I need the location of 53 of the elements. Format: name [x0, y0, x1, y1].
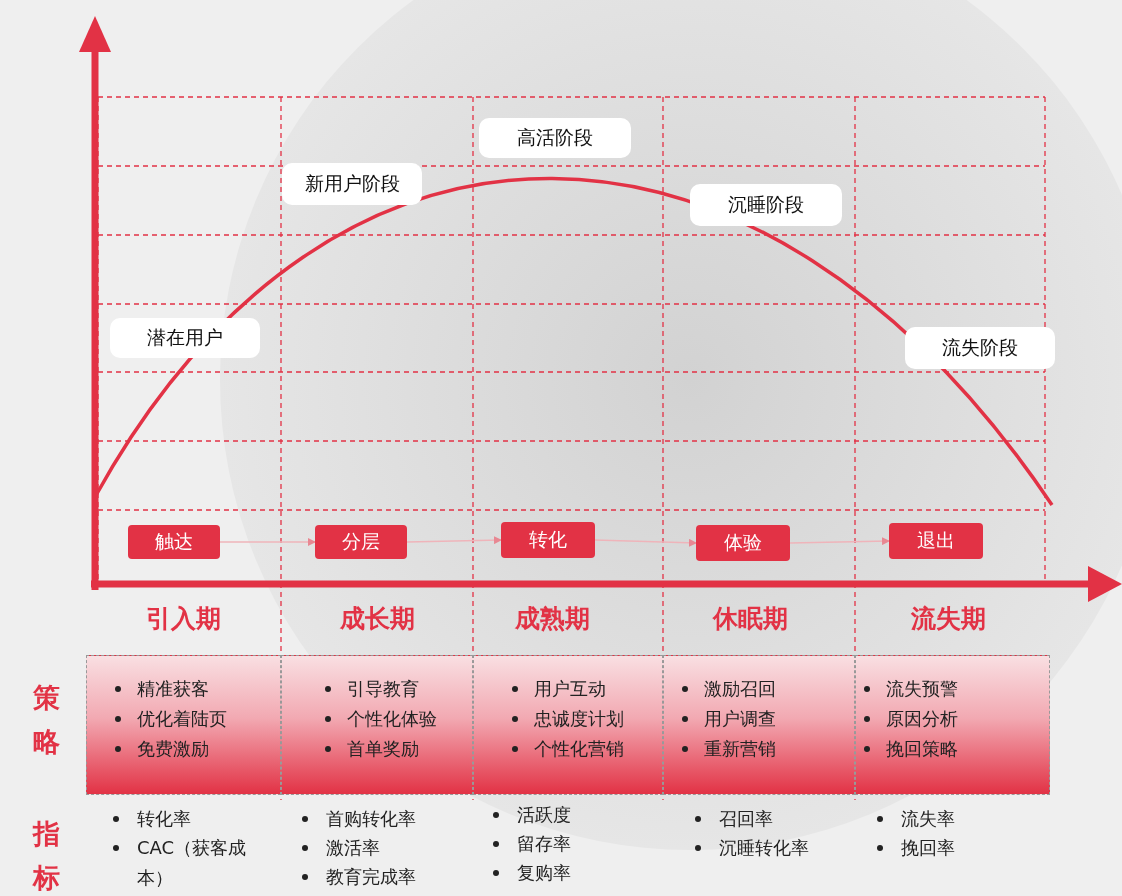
list-item: 复购率: [491, 858, 641, 888]
action-box: 退出: [889, 523, 983, 559]
list-item: 首购转化率: [300, 804, 470, 834]
list-item: 忠诚度计划: [504, 704, 662, 734]
list-item: 激励召回: [674, 674, 854, 704]
row-heading: 策略: [31, 681, 61, 759]
list-item: 流失预警: [856, 674, 1049, 704]
list-item: 个性化营销: [504, 734, 662, 764]
list-item: 沉睡转化率: [693, 833, 863, 863]
list-item: CAC（获客成本）: [111, 833, 276, 893]
list-item: 个性化体验: [317, 704, 472, 734]
list-item: 首单奖励: [317, 734, 472, 764]
stage-label: 流失阶段: [905, 327, 1055, 369]
list-item: 转化率: [111, 804, 276, 834]
list-item: 引导教育: [317, 674, 472, 704]
arrow: [789, 537, 890, 546]
list-item: 激活率: [300, 833, 470, 863]
action-box: 分层: [315, 525, 407, 559]
list-item: 免费激励: [107, 734, 280, 764]
phase-heading: 成熟期: [513, 603, 591, 635]
list-item: 挽回率: [875, 833, 1025, 863]
list-item: 用户互动: [504, 674, 662, 704]
arrow: [406, 536, 502, 545]
list-item: 流失率: [875, 804, 1025, 834]
strategy-cell: [281, 655, 473, 795]
row-heading: 指标: [31, 817, 61, 895]
list-item: 教育完成率: [300, 862, 470, 892]
arrow: [219, 538, 316, 546]
strategy-cell: [473, 655, 663, 795]
strategy-cell: [86, 655, 281, 795]
stage-label: 潜在用户: [110, 318, 260, 358]
strategy-cell: [855, 655, 1050, 795]
list-item: 重新营销: [674, 734, 854, 764]
stage-label: 新用户阶段: [282, 163, 422, 205]
list-item: 召回率: [693, 804, 863, 834]
list-item: 原因分析: [856, 704, 1049, 734]
list-item: 用户调查: [674, 704, 854, 734]
arrow: [594, 538, 697, 547]
action-box: 触达: [128, 525, 220, 559]
list-item: 精准获客: [107, 674, 280, 704]
list-item: 活跃度: [491, 800, 641, 830]
phase-heading: 流失期: [909, 603, 987, 635]
phase-heading: 引入期: [144, 603, 222, 635]
action-box: 体验: [696, 525, 790, 561]
stage-label: 高活阶段: [479, 118, 631, 158]
strategy-cell: [663, 655, 855, 795]
list-item: 挽回策略: [856, 734, 1049, 764]
phase-heading: 休眠期: [711, 603, 789, 635]
action-box: 转化: [501, 522, 595, 558]
list-item: 留存率: [491, 829, 641, 859]
list-item: 优化着陆页: [107, 704, 280, 734]
phase-heading: 成长期: [338, 603, 416, 635]
stage-label: 沉睡阶段: [690, 184, 842, 226]
